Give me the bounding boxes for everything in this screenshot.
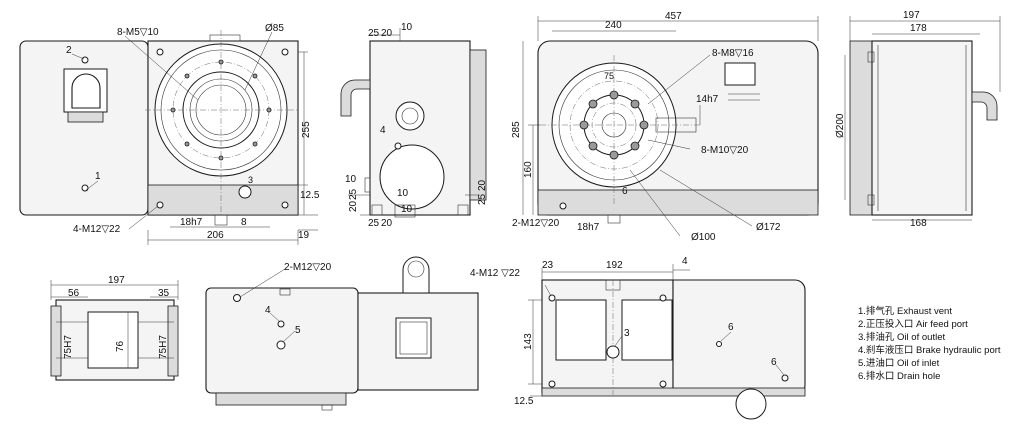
label-75: 75 bbox=[604, 71, 614, 81]
label-8: 8 bbox=[241, 217, 247, 228]
label-75h7-left: 75H7 bbox=[63, 335, 74, 359]
label-12-5: 12.5 bbox=[300, 190, 320, 201]
label-2-m12-elev: 2-M12▽20 bbox=[284, 262, 332, 273]
faceplate-bolt-holes bbox=[170, 59, 272, 161]
label-197-bottom: 197 bbox=[108, 275, 125, 286]
view-front-faceplate: 8-M5▽10 Ø85 255 12.5 19 206 18h7 8 4-M12… bbox=[19, 23, 320, 245]
legend-item-2: 2.正压投入口 Air feed port bbox=[858, 318, 968, 330]
label-25-left: 25 bbox=[348, 188, 359, 200]
label-206: 206 bbox=[207, 230, 224, 241]
label-4-plan: 4 bbox=[682, 256, 688, 267]
label-10-inner: 10 bbox=[397, 188, 409, 199]
legend-item-4: 4.刹车液压口 Brake hydraulic port bbox=[858, 344, 1001, 356]
label-4-m12-plan: 4-M12 ▽22 bbox=[470, 268, 520, 279]
legend: 1.排气孔 Exhaust vent 2.正压投入口 Air feed port… bbox=[858, 305, 1001, 382]
label-callout-4: 4 bbox=[380, 125, 386, 136]
label-143: 143 bbox=[523, 333, 534, 350]
label-168: 168 bbox=[910, 218, 927, 229]
label-23: 23 bbox=[542, 260, 554, 271]
label-56: 56 bbox=[68, 288, 80, 299]
legend-item-3: 3.排油孔 Oil of outlet bbox=[858, 331, 945, 343]
view-side: 25 20 10 4 10 10 25 20 20 25 25 20 10 bbox=[340, 22, 488, 229]
label-d100: Ø100 bbox=[691, 232, 716, 243]
label-35: 35 bbox=[158, 288, 170, 299]
label-160: 160 bbox=[523, 161, 534, 178]
legend-item-6: 6.排水口 Drain hole bbox=[858, 370, 940, 382]
label-255: 255 bbox=[301, 121, 312, 138]
callout-6a: 6 bbox=[728, 322, 734, 333]
label-25-bottom: 25 bbox=[368, 218, 380, 229]
callout-5: 5 bbox=[295, 325, 301, 336]
label-18h7-top: 18h7 bbox=[577, 222, 600, 233]
label-12-5-plan: 12.5 bbox=[514, 396, 534, 407]
label-192: 192 bbox=[606, 260, 623, 271]
label-25-top: 25 bbox=[368, 28, 380, 39]
label-10-top: 10 bbox=[401, 22, 413, 33]
view-bottom-elevation: 2-M12▽20 4 5 bbox=[205, 256, 479, 411]
callout-3-plan: 3 bbox=[624, 328, 630, 339]
table-bolt-holes bbox=[579, 90, 649, 160]
label-19: 19 bbox=[298, 230, 310, 241]
label-25-right: 25 bbox=[477, 193, 488, 205]
legend-item-1: 1.排气孔 Exhaust vent bbox=[858, 305, 952, 317]
callout-6b: 6 bbox=[771, 357, 777, 368]
callout-2: 2 bbox=[66, 45, 72, 56]
label-14h7: 14h7 bbox=[696, 94, 719, 105]
label-d85: Ø85 bbox=[265, 23, 284, 34]
label-18h7: 18h7 bbox=[180, 217, 203, 228]
label-75h7-right: 75H7 bbox=[158, 335, 169, 359]
label-10-bottom: 10 bbox=[401, 204, 413, 215]
view-bottom-plan: 4-M12 ▽22 23 192 4 143 12.5 3 6 6 bbox=[470, 256, 806, 420]
callout-3: 3 bbox=[248, 175, 253, 185]
label-d172: Ø172 bbox=[756, 222, 781, 233]
label-2-m12: 2-M12▽20 bbox=[512, 218, 560, 229]
label-20-right: 20 bbox=[477, 179, 488, 191]
label-d200: Ø200 bbox=[835, 113, 846, 138]
label-178: 178 bbox=[910, 23, 927, 34]
label-20-bottom: 20 bbox=[381, 218, 393, 229]
label-457: 457 bbox=[665, 11, 682, 22]
label-76: 76 bbox=[115, 340, 126, 352]
label-8-m5: 8-M5▽10 bbox=[117, 27, 159, 38]
label-8-m8: 8-M8▽16 bbox=[712, 48, 754, 59]
callout-4: 4 bbox=[265, 305, 271, 316]
legend-item-5: 5.进油口 Oil of inlet bbox=[858, 357, 940, 369]
view-right-side: 197 178 Ø200 168 bbox=[835, 10, 1001, 229]
label-285: 285 bbox=[511, 121, 522, 138]
label-4-m12: 4-M12▽22 bbox=[73, 224, 121, 235]
label-197-side: 197 bbox=[903, 10, 920, 21]
label-20-left: 20 bbox=[348, 200, 359, 212]
view-top-table: 457 240 8-M8▽16 14h7 8-M10▽20 285 160 6 … bbox=[511, 11, 819, 243]
label-8-m10: 8-M10▽20 bbox=[701, 145, 749, 156]
callout-1: 1 bbox=[95, 171, 101, 182]
label-10-left: 10 bbox=[345, 174, 357, 185]
label-20-top: 20 bbox=[381, 28, 393, 39]
view-bottom-small: 197 56 35 75H7 76 75H7 bbox=[50, 275, 179, 381]
label-6: 6 bbox=[622, 186, 628, 197]
label-240: 240 bbox=[605, 20, 622, 31]
